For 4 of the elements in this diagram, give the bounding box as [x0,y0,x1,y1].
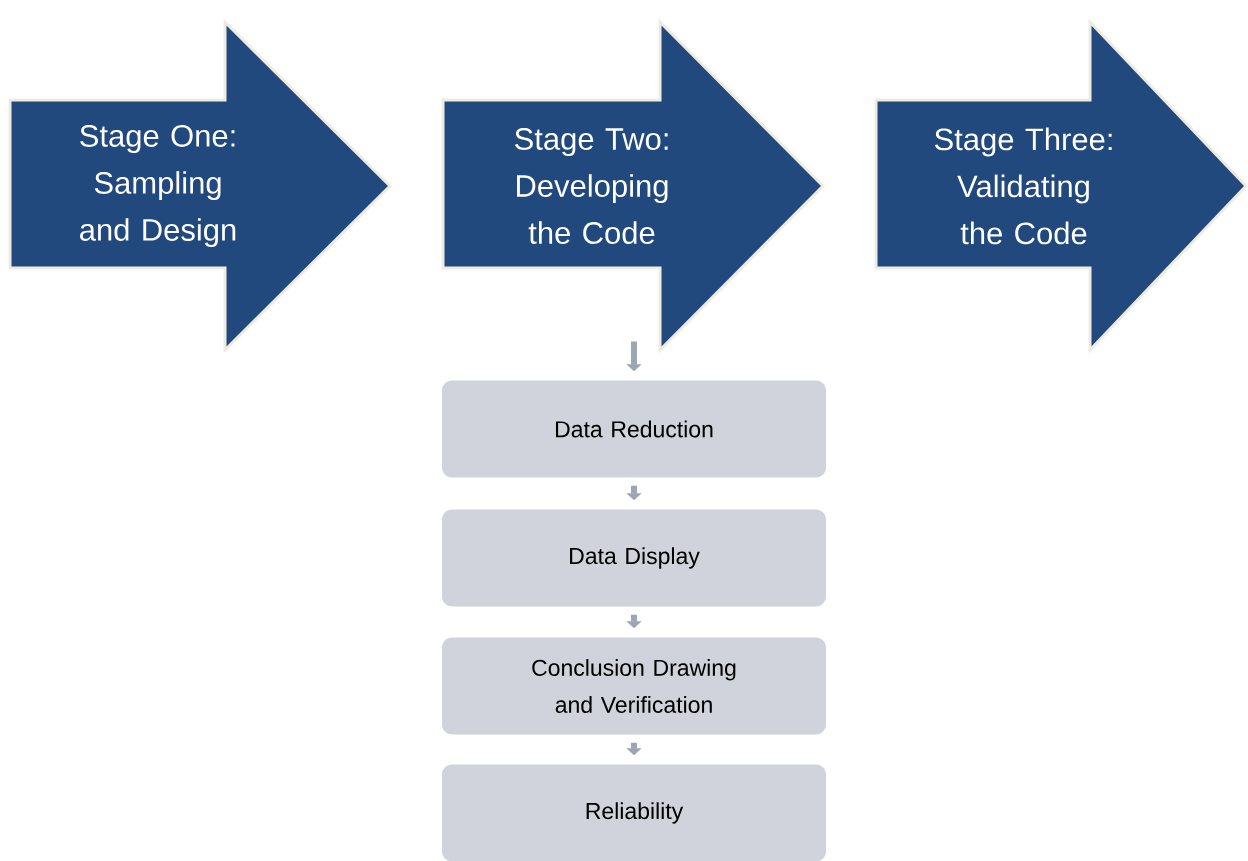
process-box: Conclusion Drawing and Verification [442,637,826,735]
process-box: Data Reduction [442,380,826,478]
process-box: Reliability [442,764,826,861]
process-box: Data Display [442,509,826,607]
